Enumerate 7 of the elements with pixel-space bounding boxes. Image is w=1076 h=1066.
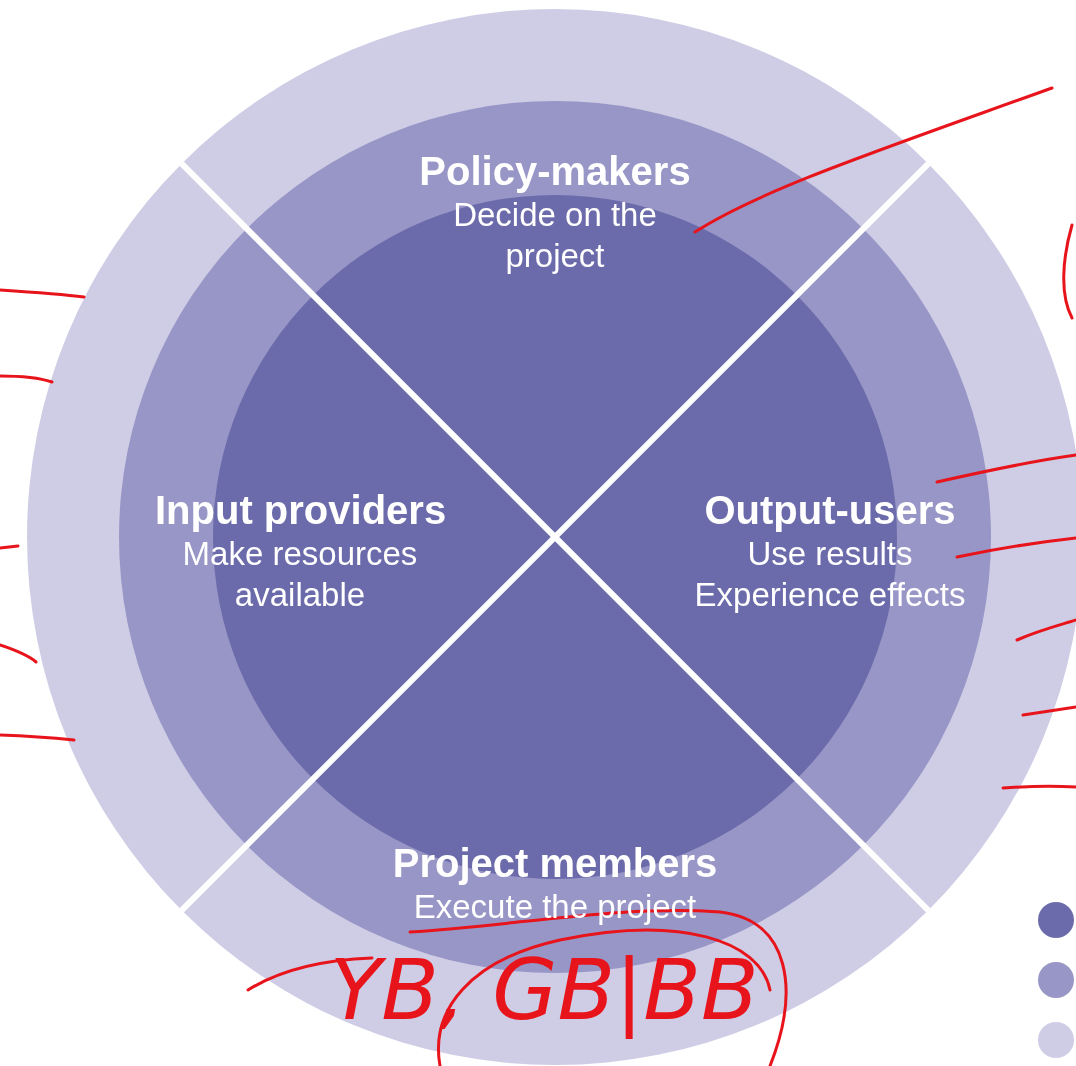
quadrant-heading: Policy-makers (418, 148, 692, 194)
quadrant-description: Decide on the project (452, 195, 658, 276)
quadrant-heading: Output-users (703, 487, 957, 533)
quadrant-description: Make resources available (181, 534, 419, 615)
quadrant-heading: Project members (391, 840, 719, 886)
quadrant-heading: Input providers (155, 487, 445, 533)
quadrant-description: Use results Experience effects (693, 534, 967, 615)
